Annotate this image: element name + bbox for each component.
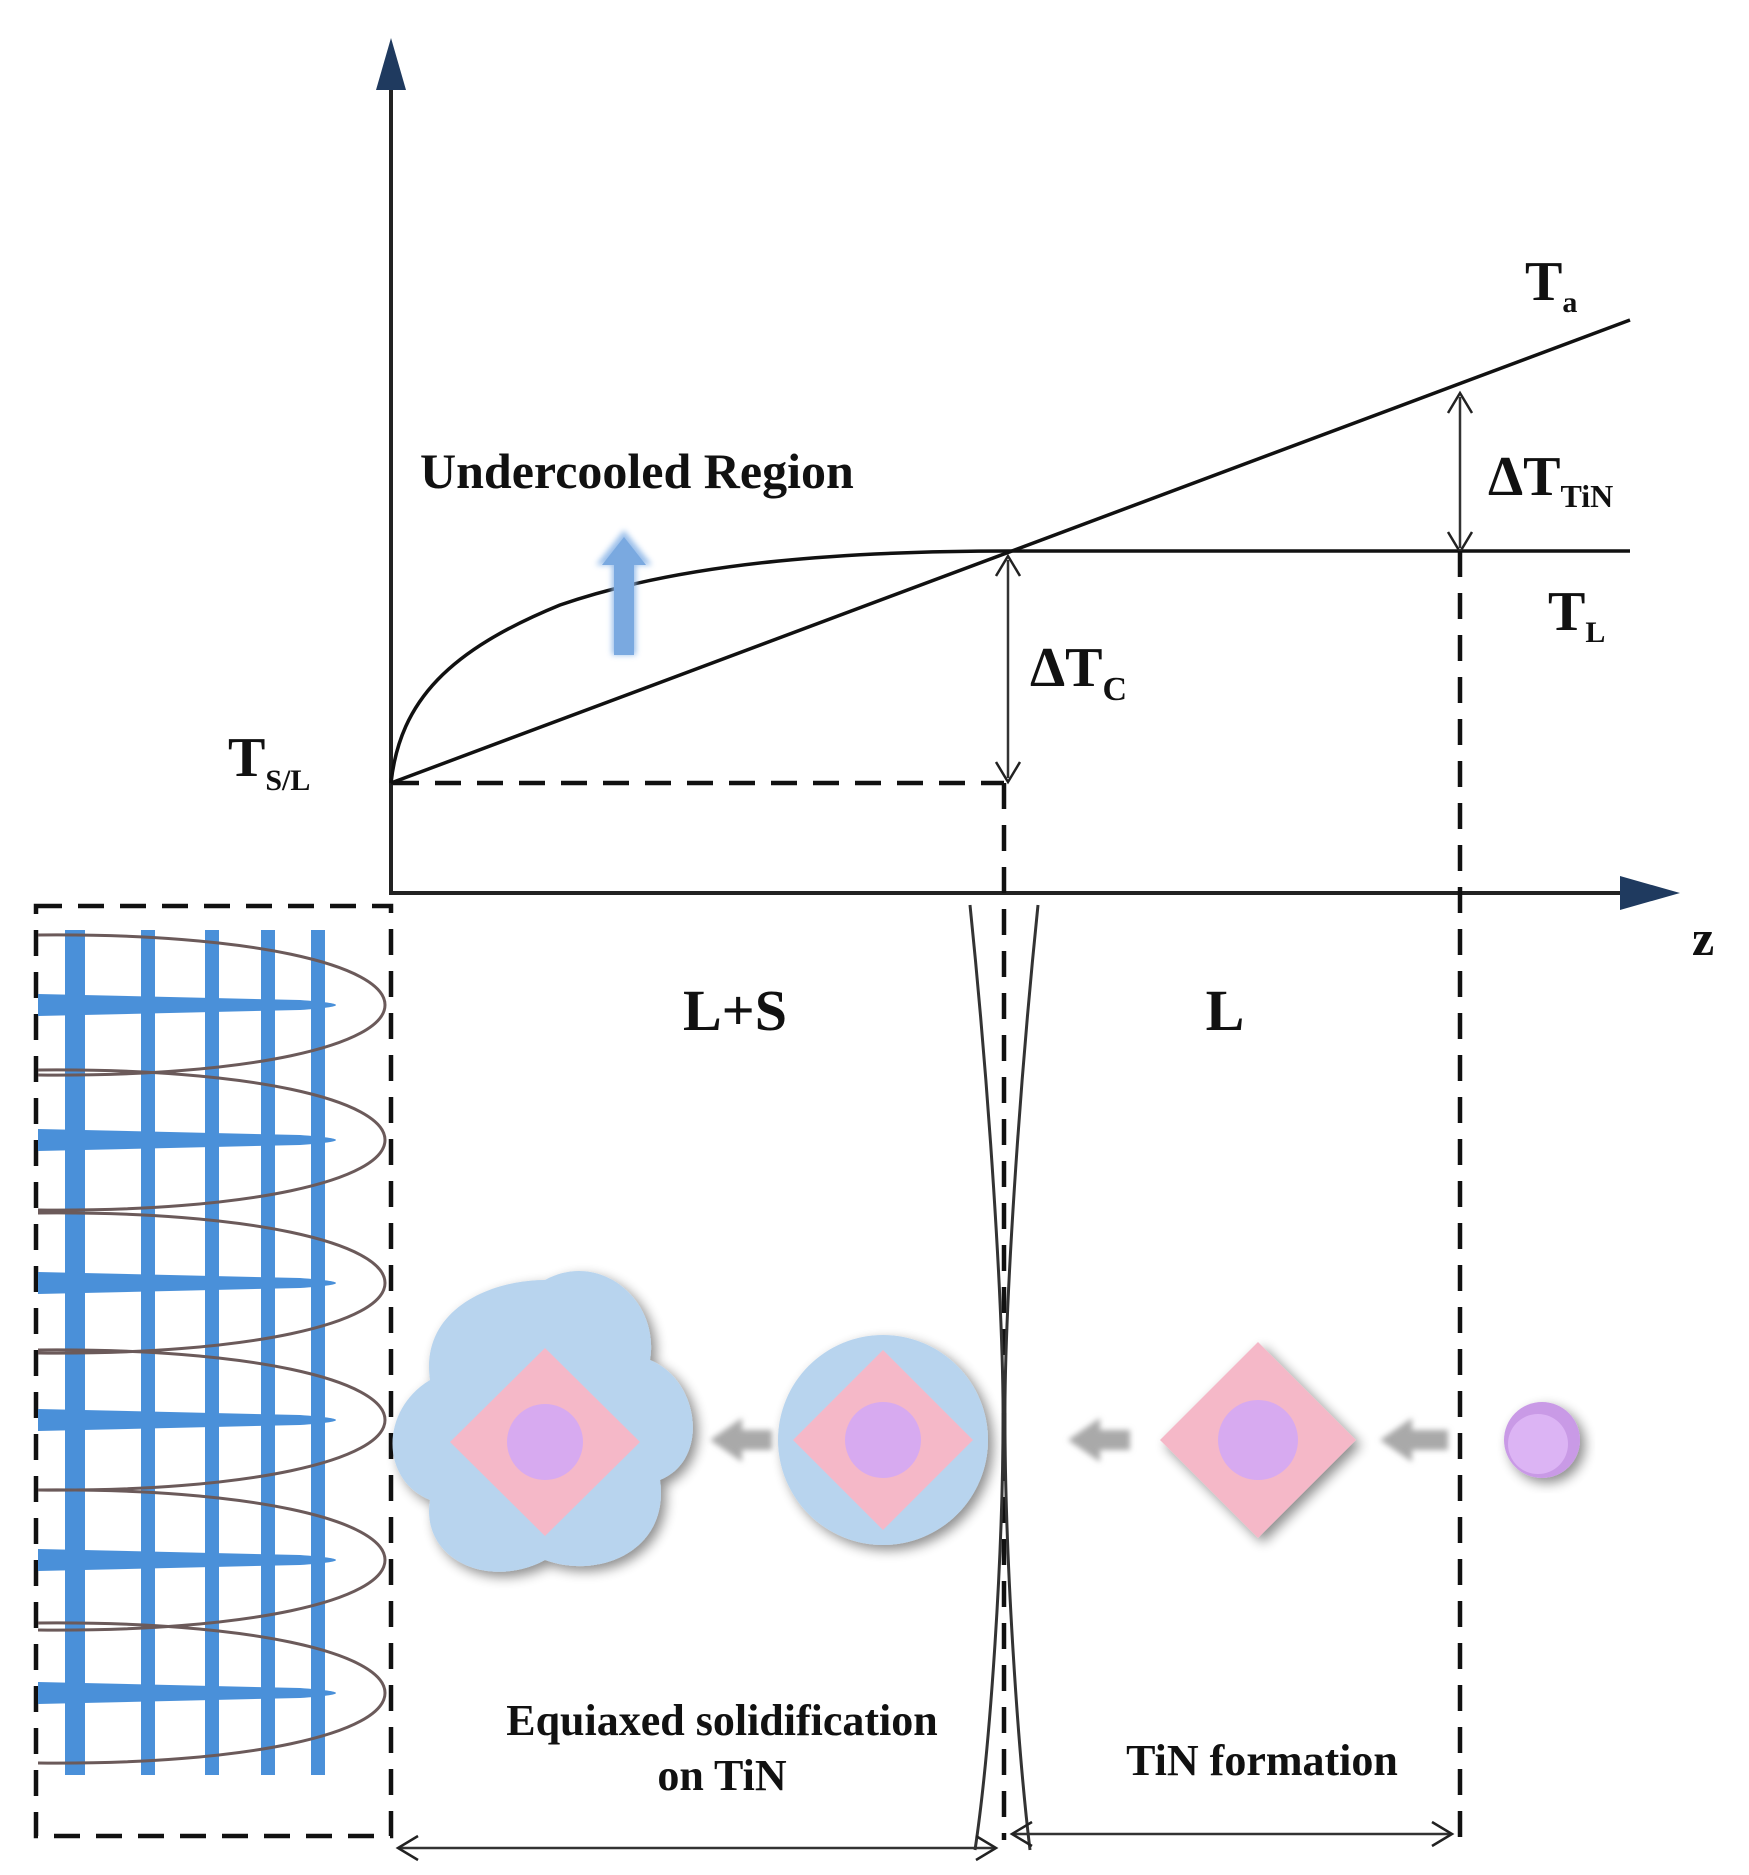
equiaxed-grain-large (392, 1271, 693, 1572)
dendrite-envelope (37, 933, 387, 1077)
delta-tc-label: ΔTC (1030, 637, 1127, 708)
tsl-label: TS/L (228, 727, 310, 797)
solid-liquid-interface (968, 904, 1040, 1851)
dendrite-primary-arm (38, 1682, 336, 1704)
dendrite-box (33, 903, 394, 1839)
equiaxed-label-line2: on TiN (657, 1751, 786, 1800)
temperature-curves (389, 318, 1631, 785)
dendrite-primary-arm (38, 1272, 336, 1294)
undercooled-up-arrow (596, 530, 652, 655)
delta-ttin-arrow (1446, 390, 1474, 555)
gray-arrow-3 (1380, 1418, 1448, 1462)
dendrite-secondary-arm (261, 930, 275, 1775)
tin-particle (1160, 1342, 1356, 1538)
liquid-zone-label: L (1206, 978, 1245, 1043)
dendrite-primary-arm (38, 1129, 336, 1151)
x-axis-label: z (1692, 910, 1714, 966)
liquidus-curve (389, 549, 1011, 784)
ta-label: Ta (1525, 251, 1577, 319)
dendrite-primary-arm (38, 1409, 336, 1431)
dendrite-envelope (37, 1488, 387, 1632)
dendrite-envelope (37, 1348, 387, 1492)
delta-tc-arrow (994, 553, 1022, 785)
tin-formation-label: TiN formation (1126, 1736, 1398, 1785)
undercooled-region-label: Undercooled Region (420, 443, 854, 499)
dendrite-primary-arm (38, 1549, 336, 1571)
dendrite-envelope (37, 1621, 387, 1765)
dendrite-envelope (37, 1068, 387, 1212)
dendrite-primary-arm (38, 994, 336, 1016)
x-axis-arrowhead (1620, 876, 1680, 910)
axes: z (376, 38, 1714, 966)
columnar-dendrites (37, 930, 387, 1775)
dashed-guides (393, 551, 1463, 1840)
liquid-zone-span-arrow (1009, 1820, 1455, 1848)
tl-label: TL (1548, 581, 1605, 649)
mushy-zone-span-arrow (395, 1834, 999, 1862)
gray-arrow-1 (710, 1418, 772, 1462)
gray-arrow-2 (1068, 1418, 1130, 1462)
dendrite-envelope (37, 1211, 387, 1355)
equiaxed-label-line1: Equiaxed solidification (506, 1696, 938, 1745)
mushy-zone-label: L+S (683, 978, 787, 1043)
delta-ttin-label: ΔTTiN (1488, 446, 1613, 514)
equiaxed-grain-round (778, 1335, 988, 1545)
y-axis-arrowhead (376, 38, 406, 90)
nucleus-particle (1504, 1402, 1580, 1478)
dendrite-secondary-arm (205, 930, 219, 1775)
